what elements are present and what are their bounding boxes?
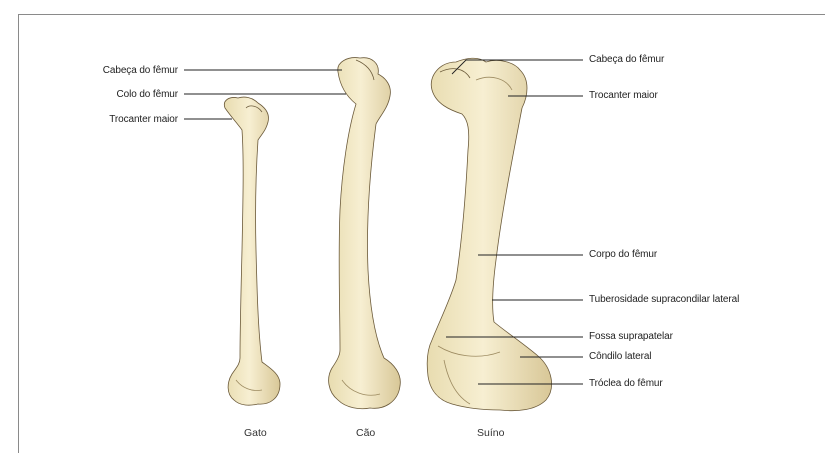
label-trocanter-maior-left: Trocanter maior: [40, 114, 178, 126]
label-corpo-femur: Corpo do fêmur: [589, 249, 657, 261]
label-tuberosidade-supracondilar: Tuberosidade supracondilar lateral: [589, 294, 739, 306]
label-trocanter-maior-right: Trocanter maior: [589, 90, 658, 102]
label-condilo-lateral: Côndilo lateral: [589, 351, 651, 363]
caption-gato: Gato: [244, 427, 267, 439]
label-cabeca-femur-left: Cabeça do fêmur: [40, 65, 178, 77]
caption-suino: Suíno: [477, 427, 504, 439]
label-fossa-suprapatelar: Fossa suprapatelar: [589, 331, 673, 343]
label-colo-femur: Colo do fêmur: [40, 89, 178, 101]
dog-femur: [329, 58, 401, 409]
pig-femur: [427, 58, 551, 410]
cat-femur: [224, 97, 280, 405]
label-cabeca-femur-right: Cabeça do fêmur: [589, 54, 664, 66]
caption-cao: Cão: [356, 427, 375, 439]
label-troclea-femur: Tróclea do fêmur: [589, 378, 663, 390]
